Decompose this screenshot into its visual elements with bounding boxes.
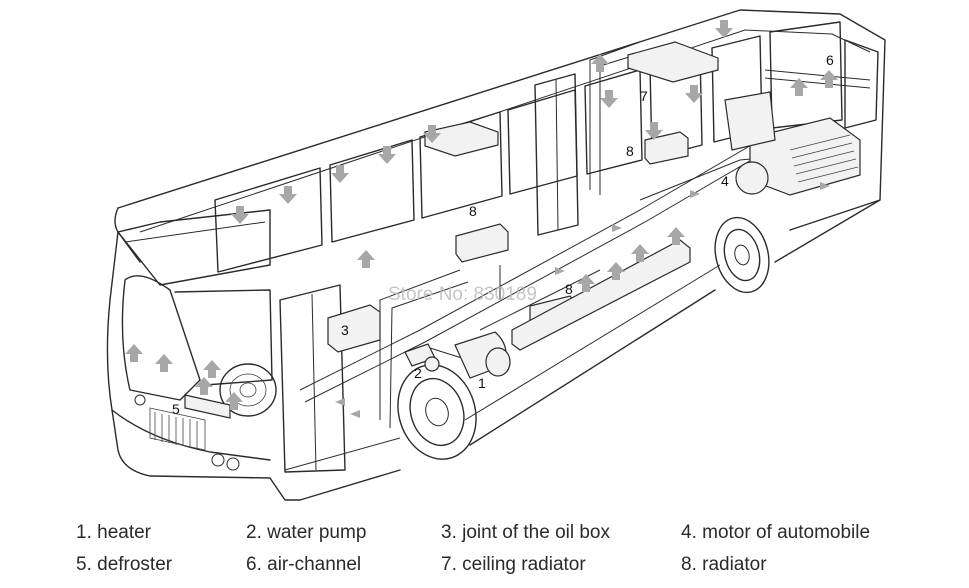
callout-1: 1 <box>478 375 486 391</box>
rear-wheel <box>714 216 770 294</box>
airflow-arrows <box>125 20 838 418</box>
bus-heating-system-diagram: Store No: 830189 1 2 3 4 5 6 7 8 8 8 <box>106 9 886 501</box>
parts-legend: 1. heater 2. water pump 3. joint of the … <box>0 516 969 588</box>
callout-4: 4 <box>721 173 729 189</box>
legend-item-water-pump: 2. water pump <box>246 522 367 543</box>
engine-motor <box>724 91 861 196</box>
callout-7: 7 <box>640 88 648 104</box>
front-wheel <box>397 364 477 460</box>
legend-item-defroster: 5. defroster <box>76 554 173 575</box>
legend-item-ceiling-radiator: 7. ceiling radiator <box>441 554 586 575</box>
heater-unit <box>454 331 511 379</box>
legend-item-heater: 1. heater <box>76 522 151 543</box>
callout-8a: 8 <box>626 143 634 159</box>
callout-8c: 8 <box>565 281 573 297</box>
callout-5: 5 <box>172 401 180 417</box>
callout-8b: 8 <box>469 203 477 219</box>
store-watermark: Store No: 830189 <box>388 284 537 305</box>
oil-box-joint <box>327 304 381 353</box>
legend-item-oil-box-joint: 3. joint of the oil box <box>441 522 610 543</box>
defroster-fan <box>184 363 277 419</box>
air-channel <box>764 69 871 89</box>
underfloor-duct <box>511 239 691 351</box>
legend-item-radiator: 8. radiator <box>681 554 767 575</box>
legend-item-motor: 4. motor of automobile <box>681 522 871 543</box>
callout-3: 3 <box>341 322 349 338</box>
callout-2: 2 <box>414 365 422 381</box>
callout-labels: 1 2 3 4 5 6 7 8 8 8 <box>172 52 834 417</box>
legend-item-air-channel: 6. air-channel <box>246 554 362 575</box>
callout-6: 6 <box>826 52 834 68</box>
water-pump <box>404 343 440 372</box>
ceiling-radiator-box <box>424 41 719 157</box>
